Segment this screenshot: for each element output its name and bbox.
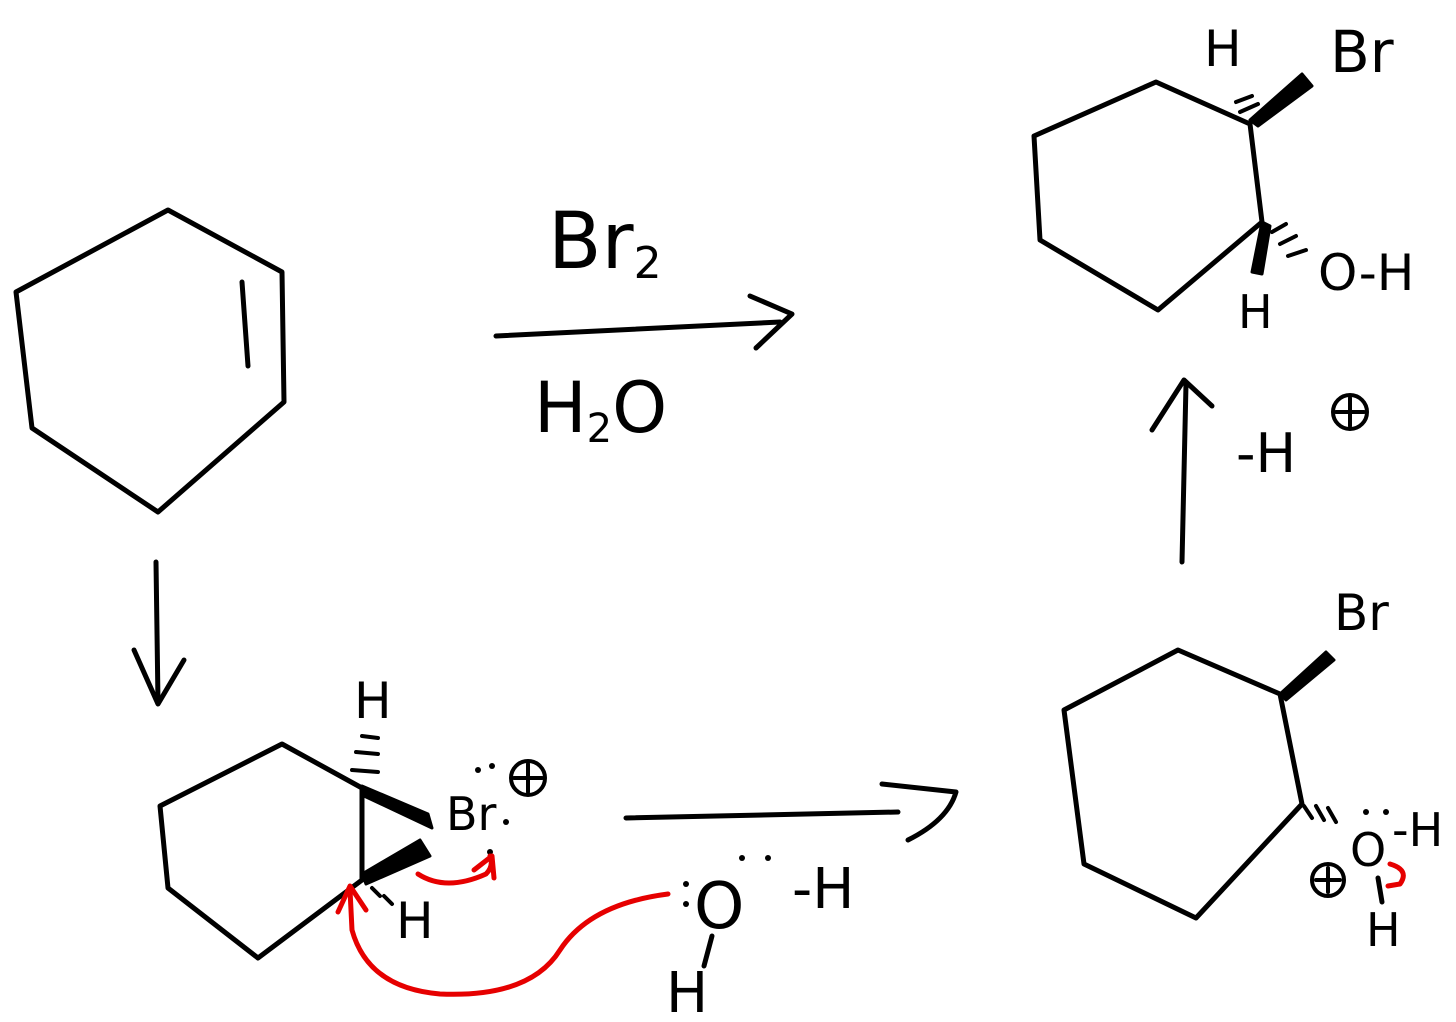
hash-bond bbox=[354, 750, 380, 756]
hash-bond bbox=[1302, 804, 1314, 820]
oxonium-br: Br bbox=[1334, 584, 1389, 642]
lone-pair-dot bbox=[1363, 809, 1369, 815]
wedge-bond bbox=[360, 838, 432, 886]
cyclohexene-double-bond bbox=[239, 279, 251, 369]
lone-pair-dot bbox=[487, 849, 493, 855]
water-molecule bbox=[683, 855, 771, 969]
hash-bond bbox=[1286, 248, 1308, 258]
arrow-down-head bbox=[131, 647, 187, 707]
product-h-bottom: H bbox=[1238, 285, 1273, 339]
arrow-shaft bbox=[493, 319, 783, 339]
red-arrow-deprotonation bbox=[1385, 861, 1406, 889]
positive-charge-icon bbox=[509, 759, 547, 797]
lone-pair-dot bbox=[475, 767, 481, 773]
wedge-bond bbox=[1248, 72, 1314, 128]
wedge-bond bbox=[360, 784, 434, 830]
hash-bond bbox=[1270, 222, 1288, 234]
lone-pair-dot bbox=[739, 855, 745, 861]
cyclohexene bbox=[13, 207, 287, 515]
red-arrowhead-attack bbox=[335, 883, 369, 915]
red-arrow-to-br bbox=[415, 853, 494, 886]
arrow-shaft bbox=[623, 809, 901, 821]
oxonium-h-bottom: H bbox=[1366, 903, 1401, 957]
oxonium-intermediate bbox=[1061, 647, 1406, 921]
product-ring bbox=[1031, 79, 1265, 313]
lone-pair-dot bbox=[1383, 809, 1389, 815]
bromohydrin-product bbox=[1031, 72, 1314, 313]
reagent-br2: Br2 bbox=[548, 197, 662, 289]
hash-bond bbox=[1238, 102, 1260, 114]
positive-charge-icon bbox=[1310, 862, 1346, 898]
oxonium-h-right: -H bbox=[1392, 803, 1443, 857]
hash-bond bbox=[360, 734, 380, 740]
arrow-up-shaft bbox=[1179, 381, 1189, 565]
water-h-right: -H bbox=[792, 857, 854, 922]
water-h-bottom: H bbox=[666, 961, 708, 1022]
bromonium-br: Br bbox=[446, 787, 497, 841]
wedge-bond bbox=[1250, 220, 1272, 276]
lone-pair-dot bbox=[489, 763, 495, 769]
o-h-bond bbox=[701, 933, 715, 969]
bromonium-ring bbox=[157, 741, 365, 961]
arrow-head bbox=[747, 293, 795, 351]
arrow-up bbox=[1149, 377, 1215, 565]
electron-arrows bbox=[335, 853, 671, 997]
deprotonation-label: -H bbox=[1236, 393, 1369, 485]
hash-bond bbox=[382, 894, 394, 906]
bromonium-h-top: H bbox=[354, 672, 392, 730]
positive-charge-icon bbox=[1331, 393, 1369, 431]
arrow-head bbox=[879, 781, 959, 843]
o-h-bond bbox=[1375, 875, 1385, 905]
product-oh: O-H bbox=[1318, 244, 1414, 302]
bromonium-h-bottom: H bbox=[396, 892, 434, 950]
oxonium-o: O bbox=[1350, 823, 1386, 877]
reaction-arrow-middle bbox=[623, 781, 959, 843]
reagent-h2o: H2O bbox=[534, 367, 667, 452]
lone-pair-dot bbox=[765, 855, 771, 861]
water-o: O bbox=[694, 870, 744, 944]
arrow-up-head bbox=[1149, 377, 1215, 433]
bromonium-intermediate bbox=[157, 734, 547, 961]
product-h-top: H bbox=[1204, 20, 1242, 78]
red-arrow-water-attack bbox=[347, 887, 671, 997]
lone-pair-dot bbox=[503, 819, 509, 825]
hash-bond bbox=[1326, 806, 1338, 824]
arrow-down-shaft bbox=[153, 559, 161, 705]
hash-bond bbox=[1314, 804, 1326, 822]
hash-bond bbox=[1234, 94, 1254, 104]
lone-pair-dot bbox=[683, 901, 689, 907]
hash-bond bbox=[1278, 234, 1298, 246]
hash-bond bbox=[370, 886, 382, 898]
hash-bond bbox=[350, 768, 380, 774]
svg-text:-H: -H bbox=[1236, 422, 1296, 485]
product-br: Br bbox=[1330, 18, 1394, 86]
lone-pair-dot bbox=[683, 881, 689, 887]
oxonium-ring bbox=[1061, 647, 1305, 921]
reaction-arrow-top bbox=[493, 293, 795, 351]
arrow-down bbox=[131, 559, 187, 707]
red-arrowhead-br bbox=[471, 853, 497, 881]
cyclohexene-ring bbox=[13, 207, 287, 515]
wedge-bond bbox=[1278, 650, 1336, 702]
